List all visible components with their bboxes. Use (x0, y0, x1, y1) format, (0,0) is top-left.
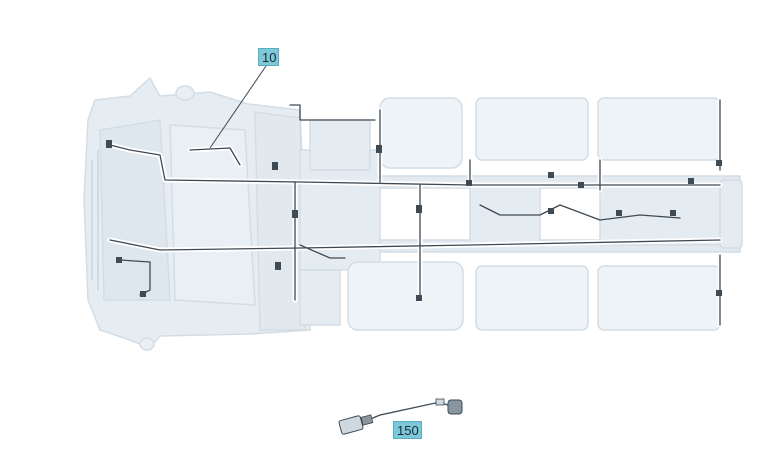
callout-150[interactable]: 150 (393, 421, 422, 439)
callout-10-leader (209, 65, 267, 149)
connector-icon (106, 140, 722, 301)
truck-cab (83, 76, 311, 351)
wiring-harness (106, 97, 723, 328)
callout-10[interactable]: 10 (258, 48, 279, 66)
sensor-icon (338, 398, 463, 435)
